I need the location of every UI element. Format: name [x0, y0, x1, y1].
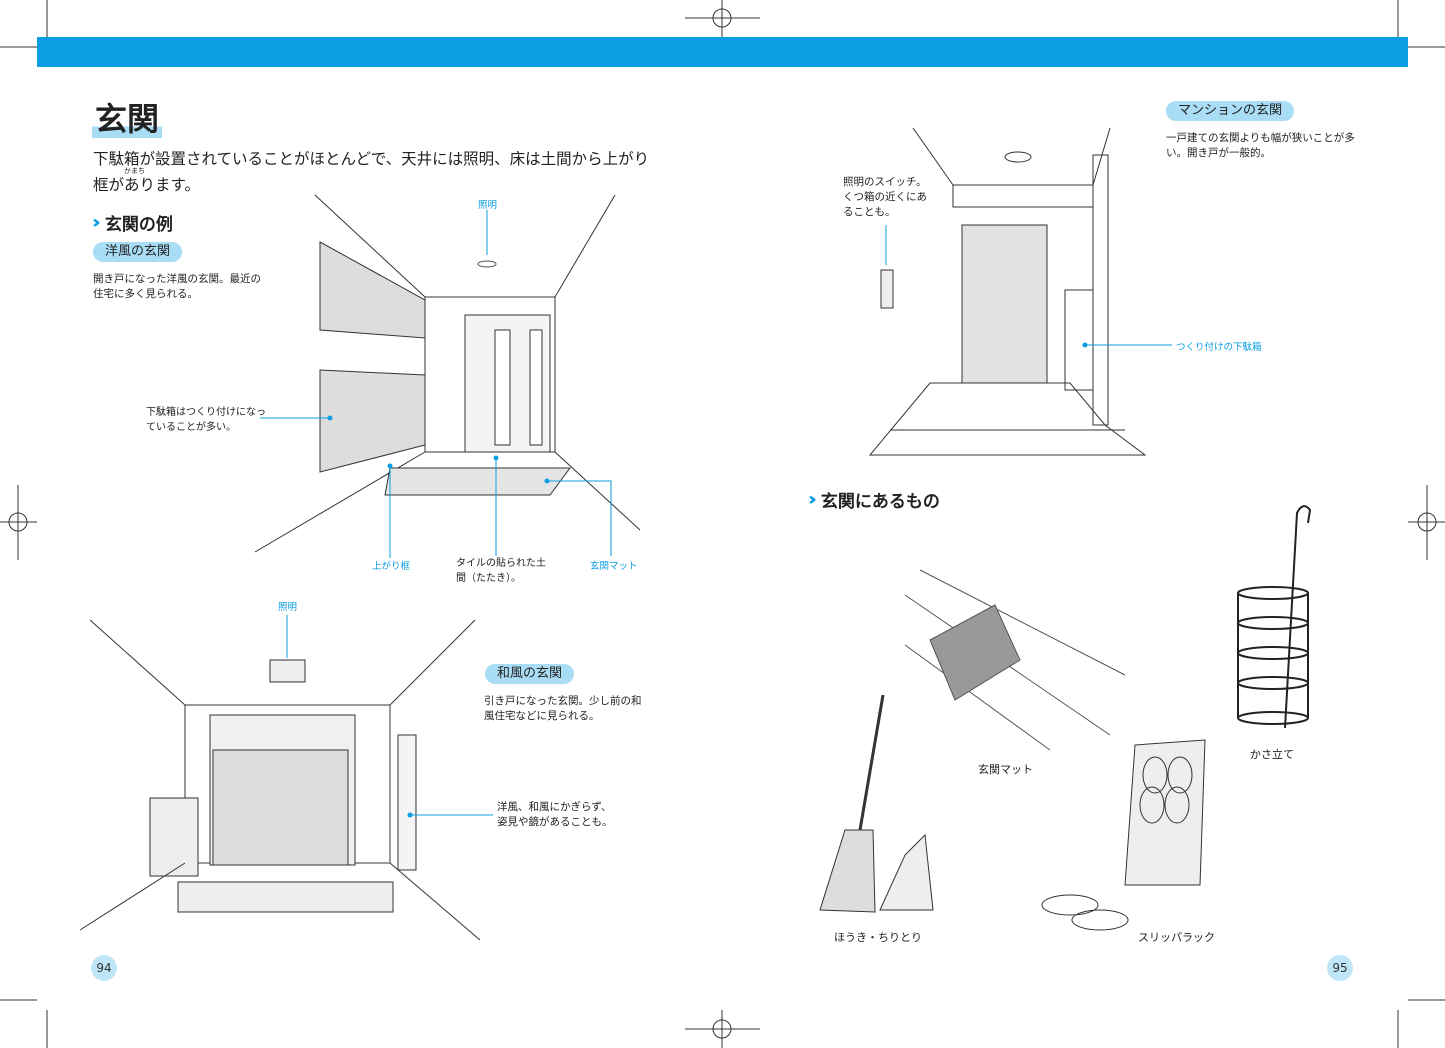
- leader-line-mirror: [407, 812, 493, 818]
- western-entrance-illustration: [254, 194, 641, 553]
- leader-lines-western: [260, 415, 612, 558]
- header-bar: [37, 37, 1408, 67]
- western-desc: 開き戸になった洋風の玄関。最近の住宅に多く見られる。: [93, 273, 261, 300]
- lead-text: 下駄箱が設置されていることがほとんどで、天井には照明、床は土間から上がり框があり…: [93, 150, 650, 194]
- leader-line-shoebox: [1082, 342, 1172, 348]
- page-number-left: 94: [91, 955, 117, 981]
- chevron-icon: ››: [92, 212, 101, 233]
- pill-western: 洋風の玄関: [93, 242, 183, 262]
- label-light: 照明: [478, 200, 498, 211]
- mansion-entrance-illustration: [868, 127, 1147, 456]
- label-tile: タイルの貼られた土間（たたき）。: [456, 558, 546, 584]
- umbrella-stand-illustration: [1237, 505, 1312, 729]
- page-title: 玄関: [92, 100, 163, 138]
- doormat-illustration: [904, 569, 1126, 751]
- broom-dustpan-illustration: [819, 694, 934, 913]
- section-title-items: 玄関にあるもの: [820, 492, 940, 512]
- section-heading-examples: ››玄関の例: [92, 210, 173, 235]
- caption-mat: 玄関マット: [978, 763, 1033, 776]
- ruby-text: かまち: [124, 167, 145, 175]
- label-switch: 照明のスイッチ。くつ箱の近くにあることも。: [843, 176, 927, 218]
- label-mirror: 洋風、和風にかぎらず、姿見や鏡があることも。: [497, 801, 613, 828]
- japanese-entrance-illustration: [79, 615, 481, 941]
- section-title: 玄関の例: [104, 215, 173, 235]
- label-light-jp: 照明: [278, 602, 298, 613]
- mansion-desc: 一戸建ての玄関よりも幅が狭いことが多い。開き戸が一般的。: [1166, 132, 1355, 159]
- caption-slipper: スリッパラック: [1138, 931, 1215, 944]
- section-heading-items: ››玄関にあるもの: [808, 487, 940, 512]
- label-mat: 玄関マット: [590, 561, 638, 572]
- caption-broom: ほうき・ちりとり: [834, 931, 922, 944]
- chevron-icon: ››: [808, 489, 817, 510]
- caption-umbrella: かさ立て: [1250, 748, 1294, 761]
- pill-mansion: マンションの玄関: [1166, 101, 1295, 121]
- japanese-desc: 引き戸になった玄関。少し前の和風住宅などに見られる。: [484, 695, 642, 722]
- label-agari: 上がり框: [372, 561, 411, 572]
- page-number-right: 95: [1327, 955, 1353, 981]
- label-shoebox: 下駄箱はつくり付けになっていることが多い。: [146, 407, 266, 433]
- pill-japanese: 和風の玄関: [485, 664, 575, 684]
- slipper-rack-illustration: [1041, 739, 1206, 931]
- label-builtin-shoebox: つくり付けの下駄箱: [1176, 342, 1262, 353]
